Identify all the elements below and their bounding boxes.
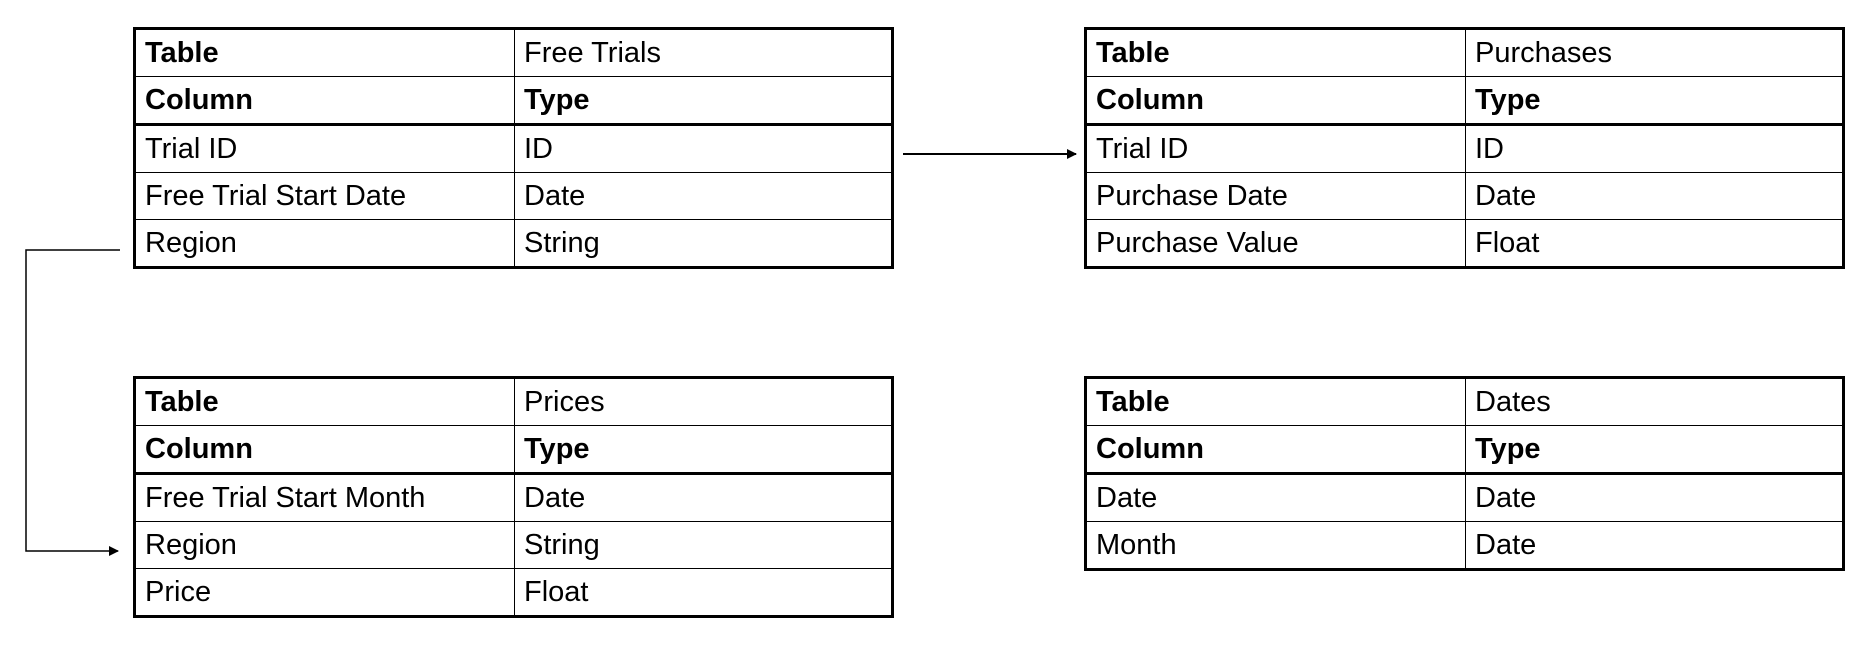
table-row: Trial ID ID bbox=[1085, 124, 1844, 173]
column-header-row: Column Type bbox=[134, 76, 893, 126]
column-type: Date bbox=[514, 473, 893, 522]
table-name-row: Table Dates bbox=[1085, 377, 1844, 426]
table-row: Free Trial Start Month Date bbox=[134, 473, 893, 522]
type-header-label: Type bbox=[514, 76, 893, 126]
column-type: String bbox=[514, 521, 893, 569]
column-header-label: Column bbox=[134, 425, 515, 475]
column-header-label: Column bbox=[1085, 76, 1466, 126]
column-name: Free Trial Start Month bbox=[134, 473, 515, 522]
column-name: Trial ID bbox=[1085, 124, 1466, 173]
column-type: Date bbox=[514, 172, 893, 220]
table-row: Purchase Value Float bbox=[1085, 219, 1844, 268]
prices-table: Table Prices Column Type Free Trial Star… bbox=[133, 376, 894, 618]
type-header-label: Type bbox=[1465, 425, 1844, 475]
column-type: String bbox=[514, 219, 893, 268]
column-name: Purchase Value bbox=[1085, 219, 1466, 268]
column-name: Free Trial Start Date bbox=[134, 172, 515, 220]
column-header-label: Column bbox=[1085, 425, 1466, 475]
column-name: Purchase Date bbox=[1085, 172, 1466, 220]
table-key-label: Table bbox=[1085, 377, 1466, 426]
table-name-value: Dates bbox=[1465, 377, 1844, 426]
column-name: Price bbox=[134, 568, 515, 617]
table-row: Region String bbox=[134, 219, 893, 268]
table-row: Price Float bbox=[134, 568, 893, 617]
dates-table: Table Dates Column Type Date Date Month … bbox=[1084, 376, 1845, 571]
free-trials-table: Table Free Trials Column Type Trial ID I… bbox=[133, 27, 894, 269]
column-name: Region bbox=[134, 219, 515, 268]
column-type: Date bbox=[1465, 172, 1844, 220]
column-type: Float bbox=[1465, 219, 1844, 268]
type-header-label: Type bbox=[514, 425, 893, 475]
table-name-row: Table Purchases bbox=[1085, 28, 1844, 77]
column-header-row: Column Type bbox=[1085, 76, 1844, 126]
type-header-label: Type bbox=[1465, 76, 1844, 126]
column-name: Trial ID bbox=[134, 124, 515, 173]
table-name-value: Purchases bbox=[1465, 28, 1844, 77]
table-row: Date Date bbox=[1085, 473, 1844, 522]
region-relationship-arrow bbox=[25, 249, 120, 556]
table-key-label: Table bbox=[1085, 28, 1466, 77]
table-name-row: Table Prices bbox=[134, 377, 893, 426]
table-name-row: Table Free Trials bbox=[134, 28, 893, 77]
table-row: Month Date bbox=[1085, 521, 1844, 570]
column-type: ID bbox=[1465, 124, 1844, 173]
column-header-label: Column bbox=[134, 76, 515, 126]
column-name: Date bbox=[1085, 473, 1466, 522]
column-header-row: Column Type bbox=[1085, 425, 1844, 475]
column-type: Date bbox=[1465, 521, 1844, 570]
table-name-value: Prices bbox=[514, 377, 893, 426]
table-key-label: Table bbox=[134, 377, 515, 426]
table-row: Trial ID ID bbox=[134, 124, 893, 173]
table-row: Free Trial Start Date Date bbox=[134, 172, 893, 220]
column-header-row: Column Type bbox=[134, 425, 893, 475]
column-type: Date bbox=[1465, 473, 1844, 522]
column-type: Float bbox=[514, 568, 893, 617]
column-name: Month bbox=[1085, 521, 1466, 570]
table-key-label: Table bbox=[134, 28, 515, 77]
table-name-value: Free Trials bbox=[514, 28, 893, 77]
purchases-table: Table Purchases Column Type Trial ID ID … bbox=[1084, 27, 1845, 269]
column-type: ID bbox=[514, 124, 893, 173]
column-name: Region bbox=[134, 521, 515, 569]
table-row: Region String bbox=[134, 521, 893, 569]
table-row: Purchase Date Date bbox=[1085, 172, 1844, 220]
